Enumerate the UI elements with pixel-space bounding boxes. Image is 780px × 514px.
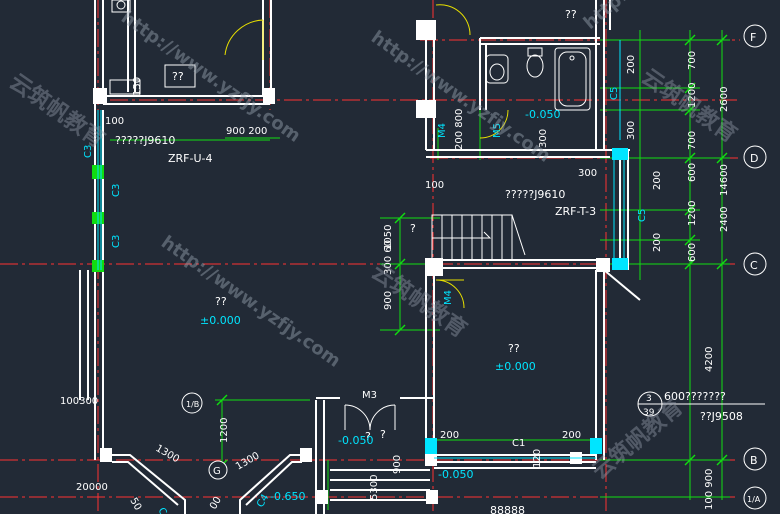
room-label-top: ?? — [565, 8, 577, 21]
room-label-center: ?? — [215, 295, 227, 308]
dim-200-right: 200 — [562, 430, 581, 441]
dim-150: 150 — [132, 77, 143, 96]
window-tag-c5a: C5 — [609, 87, 620, 100]
ref-left-code: ZRF-U-4 — [168, 152, 213, 165]
dim-5300: 5300 — [369, 475, 380, 500]
detail-ref: ??J9508 — [700, 410, 743, 423]
dim-600a: 600 — [687, 163, 698, 182]
dim-r200b: 200 — [652, 171, 663, 190]
dim-1050: 1050 — [383, 225, 394, 250]
dim-r200a: 200 — [626, 55, 637, 74]
dim-700b: 700 — [687, 131, 698, 150]
axis-label-1a: 1/A — [747, 495, 761, 504]
dim-900-200: 900 200 — [226, 126, 267, 137]
dim-900b: 900 — [392, 455, 403, 474]
detail-sheet: 39 — [643, 408, 655, 418]
door-question-2: ? — [380, 428, 386, 441]
dim-2400: 2400 — [719, 207, 730, 232]
dim-100b: 100 — [425, 180, 444, 191]
axis-label-d: D — [750, 152, 758, 165]
dim-1200b: 1200 — [687, 201, 698, 226]
axis-label-b: B — [750, 454, 758, 467]
dim-600b: 600 — [687, 243, 698, 262]
bottom-ref: 88888 — [490, 504, 525, 514]
level-entry: -0.050 — [338, 434, 373, 447]
dim-r300: 300 — [626, 121, 637, 140]
window-tag-c5b: C5 — [637, 209, 648, 222]
dim-300-600: 300 60 — [383, 240, 394, 275]
level-bath: -0.050 — [525, 108, 560, 121]
dim-100300: 100300 — [60, 396, 98, 407]
axis-label-g: G — [213, 466, 221, 477]
dim-300a: 300 — [578, 168, 597, 179]
axis-label-1b: 1/B — [186, 400, 199, 409]
dim-4200: 4200 — [704, 347, 715, 372]
stair-question-label: ? — [410, 222, 416, 235]
ref-mid: ?????J9610 — [505, 188, 565, 201]
door-question-1: ? — [365, 430, 371, 443]
stair — [431, 214, 526, 261]
level-bottom: -0.050 — [438, 468, 473, 481]
axis-bubbles — [181, 24, 767, 510]
window-sash — [97, 40, 625, 459]
bathroom-fixtures — [485, 47, 591, 111]
level-right: ±0.000 — [495, 360, 536, 373]
axis-label-c: C — [750, 259, 758, 272]
window-tag-c3c: C3 — [83, 145, 94, 158]
ref-mid-code: ZRF-T-3 — [555, 205, 596, 218]
dim-100a: 100 — [105, 116, 124, 127]
window-tag-c3b: C3 — [111, 235, 122, 248]
door-tag-m5: M5 — [492, 123, 503, 138]
dim-r200c: 200 — [652, 233, 663, 252]
dim-1200: 1200 — [219, 418, 230, 443]
detail-note: 600??????? — [664, 390, 726, 403]
door-tag-m4a: M4 — [437, 123, 448, 138]
doors — [224, 4, 509, 309]
level-center: ±0.000 — [200, 314, 241, 327]
detail-number: 3 — [646, 394, 652, 404]
dim-1200a: 1200 — [687, 83, 698, 108]
dimension-ticks — [216, 34, 728, 471]
dim-200-left: 200 — [440, 430, 459, 441]
window-tag-c1: C1 — [512, 438, 525, 449]
axis-label-f: F — [750, 31, 756, 44]
dim-300b: 300 — [538, 129, 549, 148]
dimension-lines — [110, 30, 730, 510]
ref-left: ?????J9610 — [115, 134, 175, 147]
dim-900: 900 — [383, 291, 394, 310]
dim-100900: 100 900 — [704, 469, 715, 510]
cyan-columns — [425, 148, 628, 454]
door-tag-m3: M3 — [362, 390, 377, 401]
dim-120: 120 — [532, 449, 543, 468]
detail-symbol — [637, 391, 765, 417]
room-label-small: ?? — [172, 70, 184, 83]
dim-700a: 700 — [687, 51, 698, 70]
dim-200-800: 200 800 — [454, 109, 465, 150]
dim-14600: 14600 — [719, 164, 730, 196]
dim-2600: 2600 — [719, 87, 730, 112]
door-tag-m4b: M4 — [443, 290, 454, 305]
window-tag-c3a: C3 — [111, 184, 122, 197]
room-label-right: ?? — [508, 342, 520, 355]
fixtures-top — [109, 0, 196, 95]
dim-20000: 20000 — [76, 482, 108, 493]
level-porch: -0.650 — [270, 490, 305, 503]
door-m3 — [344, 404, 396, 431]
window-tag-c4a: C4 — [155, 506, 171, 514]
